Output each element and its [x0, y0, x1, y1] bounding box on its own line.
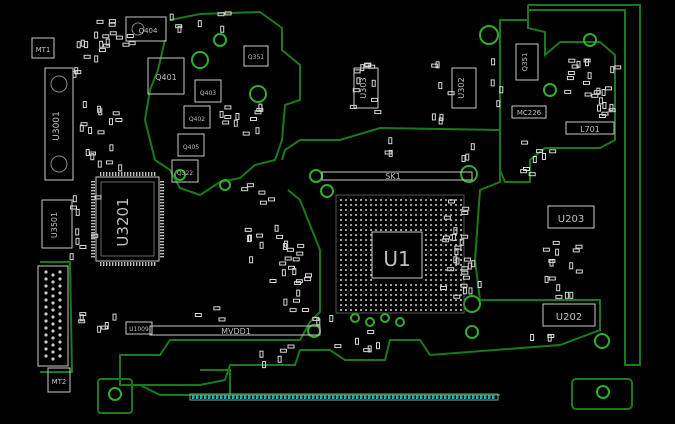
- u1009-label: U1009: [129, 326, 149, 333]
- u1009-chip: U1009: [125, 321, 153, 335]
- mc226-part: MC226: [511, 105, 547, 119]
- mounting-holes: [108, 25, 610, 401]
- mc226-label: MC226: [517, 109, 542, 117]
- u202-chip: U202: [542, 303, 596, 327]
- u3001-connector: U3001: [44, 67, 74, 181]
- u3201-pads: [91, 172, 164, 266]
- q401-label: Q401: [155, 73, 177, 82]
- q404-transistor: Q404: [125, 16, 167, 42]
- mvdd1-label: MVDD1: [221, 327, 251, 336]
- q401-transistor: Q401: [147, 57, 185, 95]
- q322-transistor: Q322: [171, 159, 199, 183]
- mvdd1-connector: MVDD1: [149, 325, 321, 336]
- copper-traces: [40, 4, 641, 414]
- u302-label: U302: [457, 77, 466, 98]
- u302-chip: U302: [451, 67, 477, 109]
- q402-transistor: Q402: [183, 105, 211, 129]
- u303-chip: U303: [353, 67, 379, 109]
- q403-label: Q403: [200, 90, 216, 97]
- u1-label: U1: [383, 247, 410, 271]
- q351b-transistor: Q351: [243, 45, 269, 67]
- vga-connector: [37, 265, 69, 367]
- sk1-connector: SK1: [321, 171, 473, 181]
- q351-transistor: Q351: [515, 43, 539, 81]
- u203-chip: U203: [547, 205, 595, 229]
- mt2-label: MT2: [52, 378, 67, 386]
- q403-transistor: Q403: [194, 79, 222, 103]
- q351-label: Q351: [521, 53, 529, 72]
- mt1-mount: MT1: [31, 37, 55, 59]
- q404-label: Q404: [139, 27, 158, 35]
- u3001-label: U3001: [52, 111, 62, 141]
- u202-label: U202: [556, 312, 582, 323]
- u303-label: U303: [359, 77, 368, 98]
- q322-label: Q322: [177, 170, 193, 177]
- passive-components: [69, 11, 622, 369]
- edge-connector: [189, 393, 499, 401]
- u3501-label: U3501: [50, 212, 59, 238]
- l701-label: L701: [580, 125, 600, 134]
- u3501-chip: U3501: [41, 199, 73, 249]
- sk1-label: SK1: [385, 172, 400, 181]
- mt2-mount: MT2: [47, 367, 71, 393]
- q405-transistor: Q405: [177, 133, 205, 157]
- q405-label: Q405: [183, 144, 199, 151]
- u203-label: U203: [558, 214, 584, 225]
- q351b-label: Q351: [248, 54, 264, 61]
- l701-inductor: L701: [565, 121, 615, 135]
- u3201-label: U3201: [114, 197, 132, 246]
- mt1-label: MT1: [36, 46, 51, 54]
- bga-u1-package: U1: [335, 194, 465, 314]
- u3201-chip: U3201: [95, 176, 160, 262]
- q402-label: Q402: [189, 116, 205, 123]
